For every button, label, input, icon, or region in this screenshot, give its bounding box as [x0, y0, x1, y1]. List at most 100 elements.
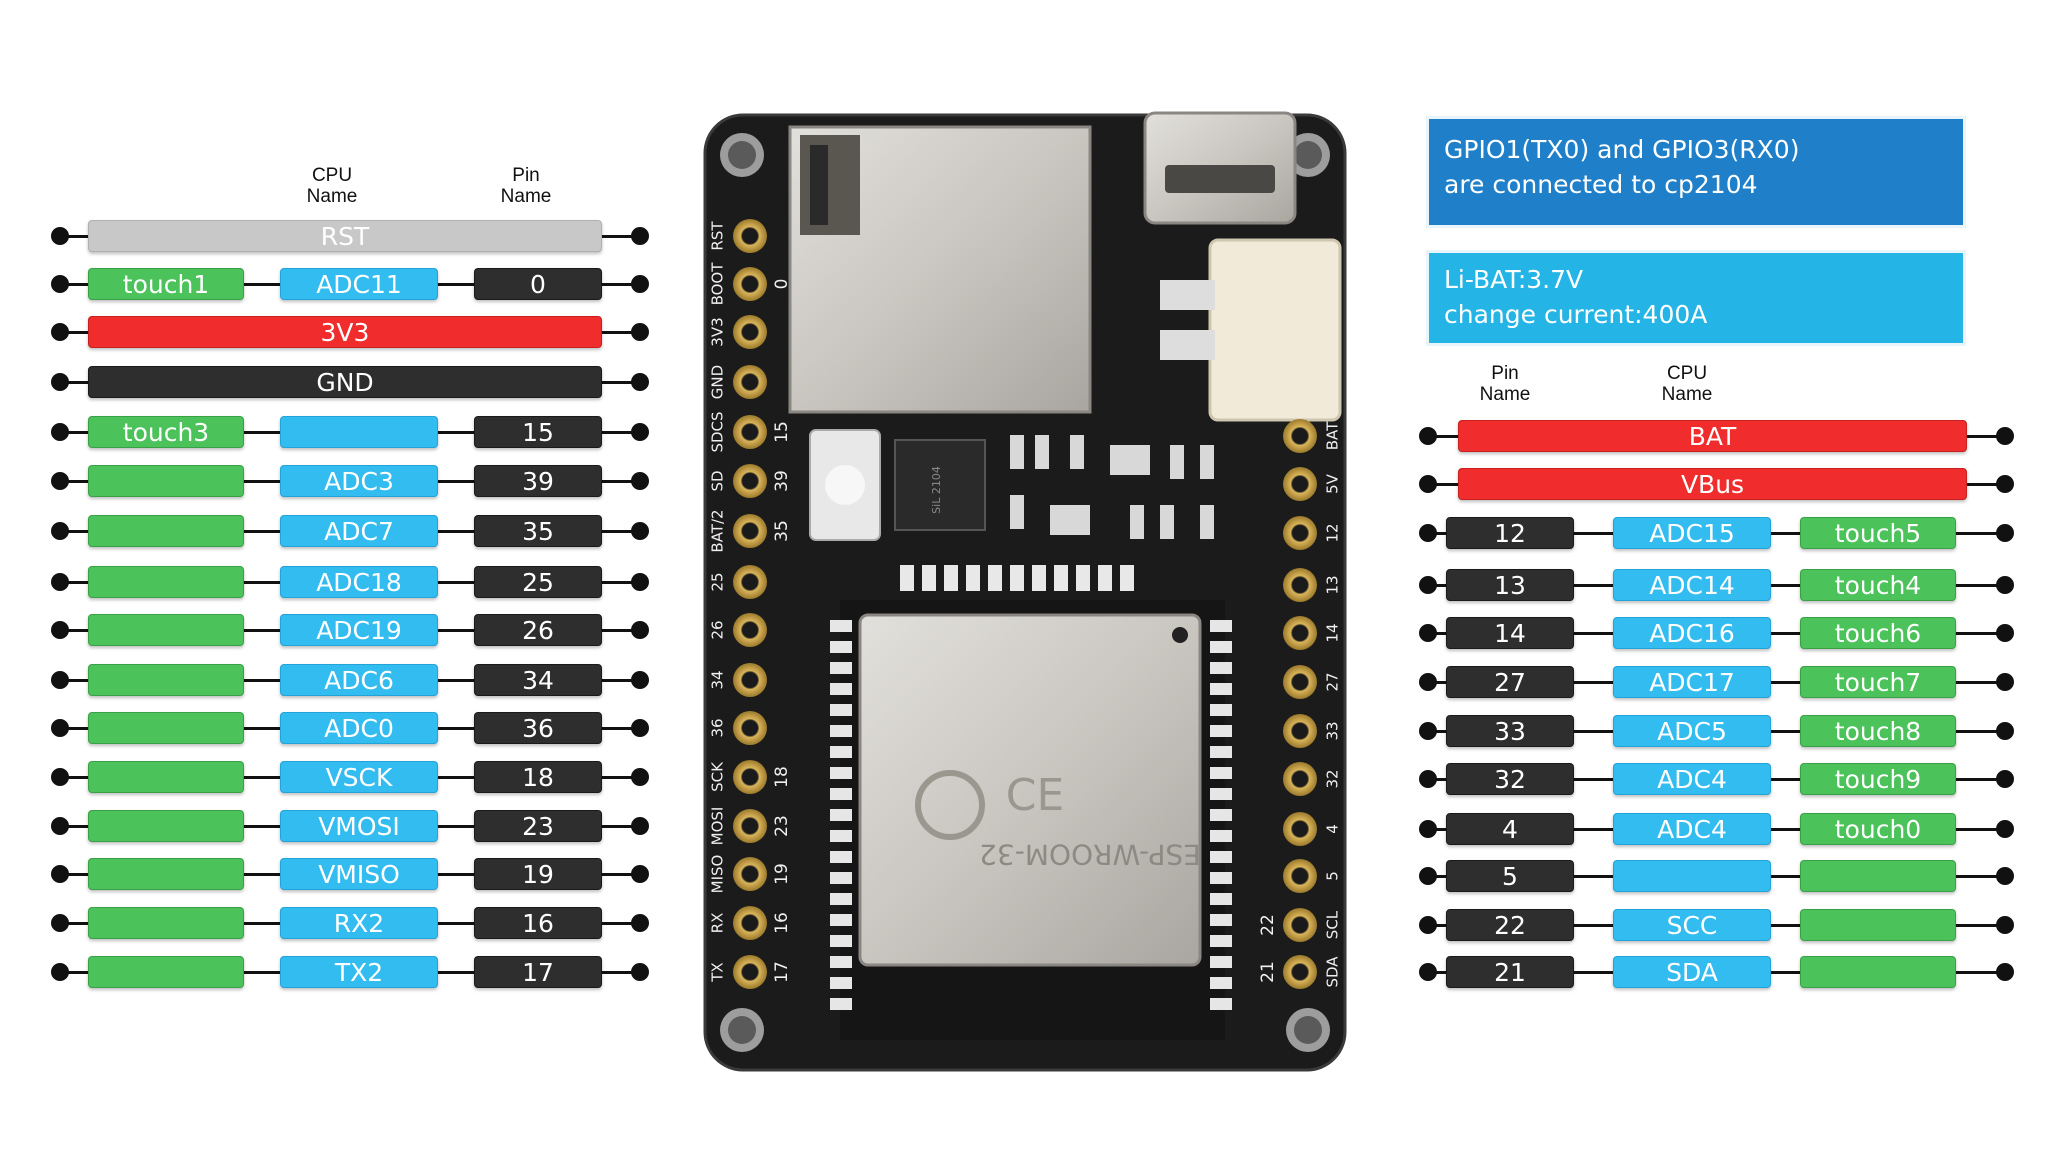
- header-pad-left: [733, 565, 767, 599]
- header-pad-left: [733, 663, 767, 697]
- silk-label-right: 5V: [1324, 473, 1342, 494]
- silk-number-left: 0: [772, 279, 792, 290]
- left-touch-label: [88, 810, 244, 842]
- header-pad-left: [733, 613, 767, 647]
- module-pad: [830, 914, 852, 926]
- module-pad: [1210, 788, 1232, 800]
- silk-label-left: SD: [709, 470, 727, 491]
- header-pad-left: [733, 711, 767, 745]
- module-pad: [830, 872, 852, 884]
- module-pad: [1210, 767, 1232, 779]
- pin-row-dot-outer: [1419, 624, 1437, 642]
- silk-number-left: 23: [772, 815, 792, 837]
- pin-row-dot-inner: [1996, 576, 2014, 594]
- left-touch-label: [88, 761, 244, 793]
- pin-row-dot-outer: [51, 472, 69, 490]
- left-header-pin-name: Pin Name: [500, 165, 552, 207]
- pin-row-dot-inner: [631, 817, 649, 835]
- header-pad-left: [733, 315, 767, 349]
- right-pin-label: 14: [1446, 617, 1574, 649]
- left-touch-label: [88, 956, 244, 988]
- silk-label-right: 13: [1324, 575, 1342, 594]
- pin-row-dot-outer: [51, 573, 69, 591]
- module-pad: [1210, 725, 1232, 737]
- right-touch-label: [1800, 860, 1956, 892]
- left-pin-label: 25: [474, 566, 602, 598]
- right-header-cpu-name: CPU Name: [1661, 363, 1713, 405]
- pin-row-dot-outer: [51, 963, 69, 981]
- module-pad: [1210, 914, 1232, 926]
- left-touch-label: [88, 614, 244, 646]
- pin-row-dot-outer: [51, 227, 69, 245]
- module-pad: [1210, 704, 1232, 716]
- pin-row-dot-inner: [631, 472, 649, 490]
- module-pad: [830, 998, 852, 1010]
- module-pad: [1210, 809, 1232, 821]
- right-adc-label: ADC5: [1613, 715, 1771, 747]
- right-pin-label-vbus: VBus: [1458, 468, 1967, 500]
- module-pad: [830, 956, 852, 968]
- right-touch-label: touch6: [1800, 617, 1956, 649]
- silk-label-right: 12: [1324, 523, 1342, 542]
- left-pin-label: 17: [474, 956, 602, 988]
- header-pad-left: [733, 219, 767, 253]
- right-adc-label: [1613, 860, 1771, 892]
- pin-row-dot-inner: [1996, 475, 2014, 493]
- silk-number-right: 22: [1258, 914, 1278, 936]
- silk-number-left: 35: [772, 520, 792, 542]
- pin-row-dot-inner: [1996, 916, 2014, 934]
- silk-number-left: 15: [772, 421, 792, 443]
- right-pin-label: 27: [1446, 666, 1574, 698]
- header-pad-right: [1283, 714, 1317, 748]
- silk-label-left: RX: [709, 913, 727, 934]
- left-pin-row: 3V3: [0, 314, 2048, 350]
- header-pad-right: [1283, 762, 1317, 796]
- pin-row-dot-inner: [631, 373, 649, 391]
- right-adc-label: ADC17: [1613, 666, 1771, 698]
- left-touch-label: touch3: [88, 416, 244, 448]
- pin-row-dot-inner: [1996, 963, 2014, 981]
- pin-row-dot-inner: [631, 522, 649, 540]
- left-adc-label: ADC18: [280, 566, 438, 598]
- left-touch-label: [88, 907, 244, 939]
- header-pad-left: [733, 514, 767, 548]
- right-touch-label: touch0: [1800, 813, 1956, 845]
- right-adc-label: SDA: [1613, 956, 1771, 988]
- pin-row-dot-outer: [51, 275, 69, 293]
- pin-row-dot-outer: [51, 522, 69, 540]
- header-pad-right: [1283, 812, 1317, 846]
- silk-label-left: MOSI: [709, 807, 727, 846]
- header-pad-right: [1283, 908, 1317, 942]
- left-pin-row: ADC18 25: [0, 564, 2048, 600]
- right-pin-label: 22: [1446, 909, 1574, 941]
- pin-row-dot-outer: [1419, 427, 1437, 445]
- left-adc-label: [280, 416, 438, 448]
- pin-row-dot-outer: [1419, 916, 1437, 934]
- uart-chip: [894, 439, 986, 531]
- module-pad: [830, 767, 852, 779]
- right-pin-label-bat: BAT: [1458, 420, 1967, 452]
- pin-row-dot-outer: [1419, 524, 1437, 542]
- silk-label-right: SDA: [1324, 956, 1342, 988]
- right-pin-label: 5: [1446, 860, 1574, 892]
- module-pad: [1210, 956, 1232, 968]
- module-pad: [830, 746, 852, 758]
- right-adc-label: ADC15: [1613, 517, 1771, 549]
- header-pad-right: [1283, 616, 1317, 650]
- pin-row-dot-inner: [631, 719, 649, 737]
- left-adc-label: ADC19: [280, 614, 438, 646]
- module-pad: [830, 683, 852, 695]
- pin-row-dot-inner: [631, 621, 649, 639]
- left-pin-label: 18: [474, 761, 602, 793]
- pin-row-dot-inner: [631, 914, 649, 932]
- pin-row-dot-outer: [51, 768, 69, 786]
